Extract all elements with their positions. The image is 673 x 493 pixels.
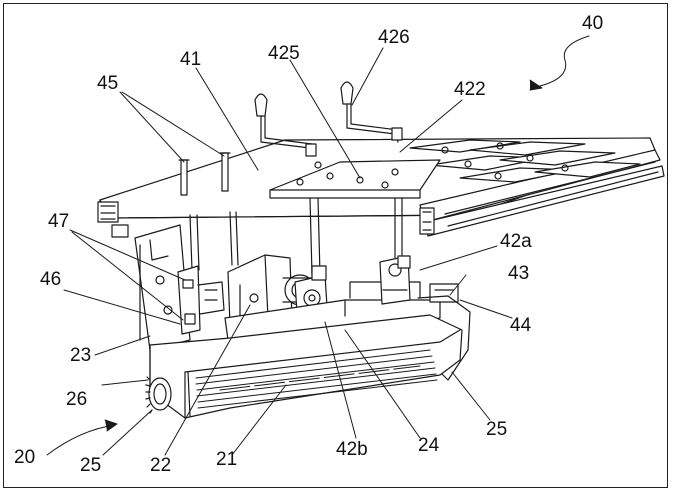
label-25-right: 25: [486, 419, 508, 440]
bearing-block-right: [379, 255, 411, 305]
label-47: 47: [48, 211, 70, 232]
crank-handle-right: [340, 81, 403, 143]
label-40: 40: [582, 13, 604, 34]
label-21: 21: [216, 449, 238, 470]
left-rail-end: [97, 201, 129, 238]
label-422: 422: [454, 79, 486, 100]
top-pads: [409, 139, 641, 183]
sensor-bracket: [177, 265, 225, 335]
label-26: 26: [66, 389, 88, 410]
label-22: 22: [150, 455, 172, 476]
label-43: 43: [508, 263, 530, 284]
label-45: 45: [97, 73, 119, 94]
crank-handle-left: [254, 93, 317, 157]
figure-border: [3, 3, 668, 488]
label-41: 41: [180, 49, 202, 70]
label-46: 46: [40, 269, 62, 290]
center-plate: [269, 159, 441, 199]
label-25-left: 25: [80, 455, 102, 476]
vertical-pins: [178, 152, 231, 196]
guide-rods: [189, 197, 403, 276]
label-20: 20: [14, 447, 36, 468]
label-426: 426: [378, 27, 410, 48]
right-rail: [419, 149, 665, 237]
label-44: 44: [510, 315, 532, 336]
label-23: 23: [70, 345, 92, 366]
leader-lines: [46, 35, 590, 456]
label-425: 425: [268, 43, 300, 64]
label-42b: 42b: [336, 439, 368, 460]
label-24: 24: [418, 435, 440, 456]
timing-pulley: [145, 376, 172, 414]
base-fins: [195, 349, 438, 409]
label-42a: 42a: [500, 231, 532, 252]
